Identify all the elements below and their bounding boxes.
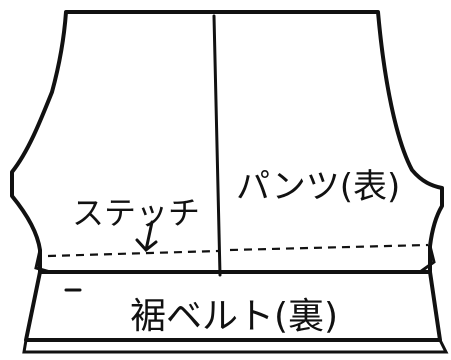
stitch-arrow: [135, 220, 158, 253]
pants-piece-outline: [10, 10, 444, 274]
right-seam-allowance: [418, 244, 436, 274]
center-seam-line: [212, 14, 222, 277]
stitch-label: ステッチ: [72, 194, 200, 232]
hem-belt-bottom-edge: [22, 338, 449, 354]
stitch-line-right: [229, 243, 429, 252]
left-seam-allowance: [34, 248, 52, 274]
hem-belt-label: 裾ベルト(裏): [130, 296, 338, 337]
stitch-line: [47, 249, 219, 258]
pants-label: パンツ(表): [236, 167, 400, 207]
